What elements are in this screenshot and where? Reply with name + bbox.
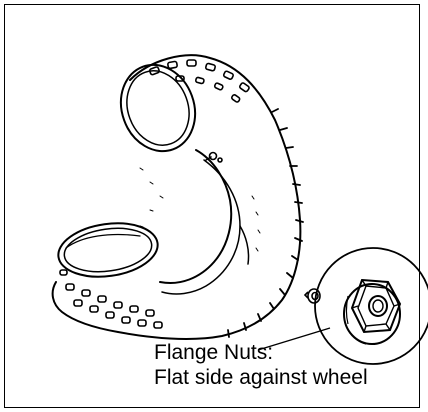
wheel-rim-lower	[62, 223, 155, 277]
callout-label: Flange Nuts: Flat side against wheel	[154, 340, 368, 390]
rim-bead-line	[66, 235, 140, 249]
tire-sidewall-lower	[55, 217, 161, 282]
atv-tire-with-wheel-icon	[53, 54, 303, 339]
tire-tread-outline	[53, 55, 301, 339]
flange-nut-magnified-icon	[344, 280, 400, 344]
wheel-dish	[160, 150, 231, 283]
callout-line-2: Flat side against wheel	[154, 365, 368, 390]
tire-shading	[140, 168, 260, 251]
callout-line-1: Flange Nuts:	[154, 340, 368, 365]
wheel-hub-edge	[240, 226, 249, 264]
